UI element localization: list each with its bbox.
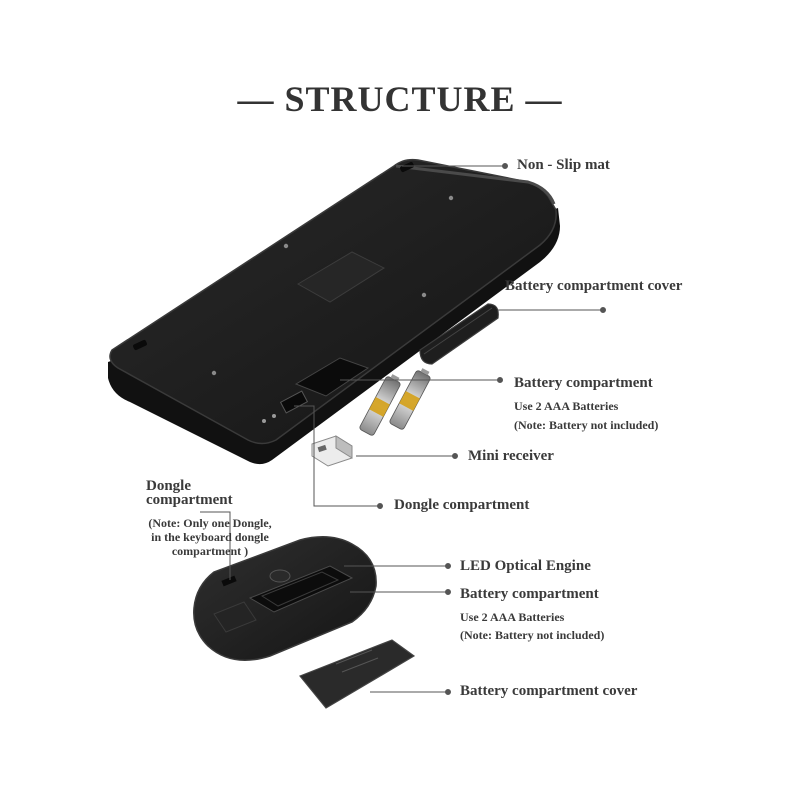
label-dongle-note-2: in the keyboard dongle bbox=[151, 530, 269, 544]
leader-lines bbox=[200, 163, 606, 695]
label-mouse-battery-compartment: Battery compartment bbox=[460, 586, 599, 602]
keyboard-bottom bbox=[108, 158, 560, 465]
label-mouse-battery-note: (Note: Battery not included) bbox=[460, 628, 605, 642]
mini-receiver-dongle bbox=[311, 435, 353, 467]
label-non-slip-mat: Non - Slip mat bbox=[517, 157, 610, 173]
label-mouse-dongle-title-1: Dongle bbox=[146, 478, 191, 494]
mouse-bottom bbox=[193, 536, 377, 661]
label-keyboard-battery-compartment: Battery compartment bbox=[514, 375, 653, 391]
label-dongle-note-3: compartment ) bbox=[171, 544, 249, 558]
label-keyboard-battery-use: Use 2 AAA Batteries bbox=[514, 399, 619, 413]
diagram-title: — STRUCTURE — bbox=[237, 79, 563, 119]
mouse-battery-cover bbox=[299, 639, 416, 709]
label-mini-receiver: Mini receiver bbox=[468, 448, 554, 464]
label-led-optical-engine: LED Optical Engine bbox=[460, 558, 591, 574]
label-keyboard-battery-note: (Note: Battery not included) bbox=[514, 418, 659, 432]
label-mouse-battery-cover: Battery compartment cover bbox=[460, 683, 638, 699]
label-mouse-dongle-title-2: compartment bbox=[146, 492, 233, 508]
label-dongle-note-1: (Note: Only one Dongle, bbox=[148, 516, 272, 530]
label-mouse-battery-use: Use 2 AAA Batteries bbox=[460, 610, 565, 624]
label-keyboard-battery-cover: Battery compartment cover bbox=[505, 278, 683, 294]
keyboard-battery-cover bbox=[419, 303, 499, 365]
aaa-batteries bbox=[359, 368, 431, 436]
label-keyboard-dongle-compartment: Dongle compartment bbox=[394, 497, 530, 513]
